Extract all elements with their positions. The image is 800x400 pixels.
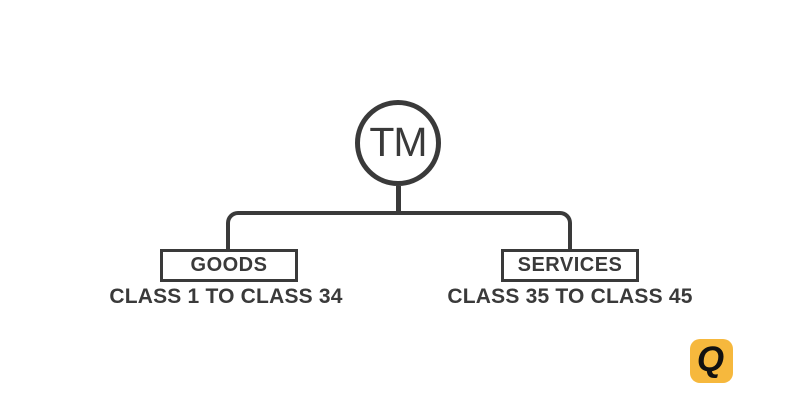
goods-box: GOODS [160,249,298,282]
goods-box-label: GOODS [190,254,268,276]
trademark-label: TM [369,118,427,165]
connector-branch-bracket [226,211,572,252]
q-logo-badge: Q [690,339,733,383]
services-box-label: SERVICES [517,254,623,276]
trademark-circle-node: TM [355,100,441,186]
q-logo-letter: Q [696,340,725,379]
connector-stem-line [396,186,401,214]
services-class-range-label: CLASS 35 TO CLASS 45 [447,285,693,308]
goods-class-range-label: CLASS 1 TO CLASS 34 [109,285,343,308]
services-box: SERVICES [501,249,639,282]
